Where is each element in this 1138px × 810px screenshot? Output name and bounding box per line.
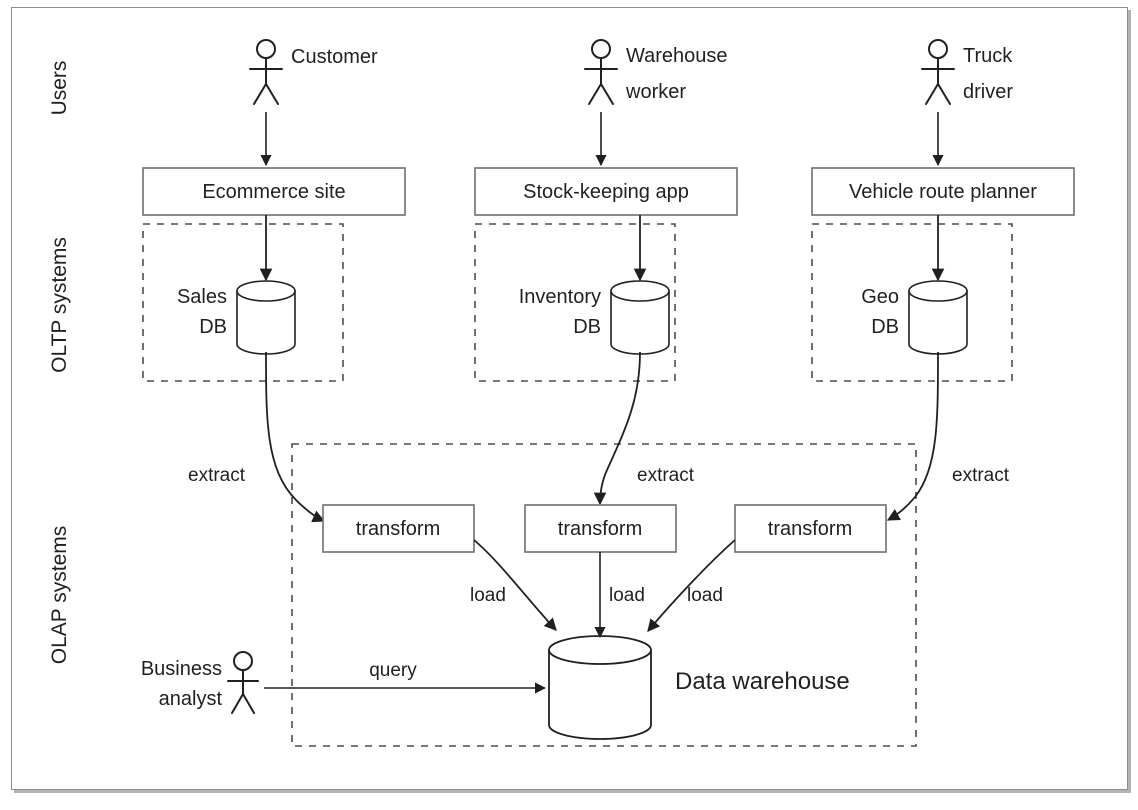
database-geo-db[interactable]: Geo DB — [861, 280, 968, 355]
database-sales-db[interactable]: Sales DB — [177, 280, 296, 355]
actor-head-icon — [233, 651, 253, 671]
swimlane-label-olap: OLAP systems — [48, 526, 71, 665]
transform-box-right[interactable]: transform — [734, 504, 887, 553]
actor-business-analyst-label-line2: analyst — [159, 688, 223, 710]
edge-label-load-right: load — [687, 585, 723, 606]
database-geo-db-label-line2: DB — [871, 316, 899, 338]
database-inventory-db[interactable]: Inventory DB — [519, 280, 670, 355]
edge-label-load-middle: load — [609, 585, 645, 606]
actor-body-icon — [921, 58, 955, 105]
app-box-stock-keeping-app[interactable]: Stock-keeping app — [474, 167, 738, 216]
edge-extract-sales-to-transform — [265, 351, 326, 523]
app-box-vehicle-route-planner-label: Vehicle route planner — [849, 181, 1037, 203]
transform-box-right-label: transform — [768, 518, 852, 540]
diagram-frame — [11, 7, 1128, 790]
data-warehouse-cylinder[interactable] — [548, 635, 652, 740]
database-inventory-db-label-line2: DB — [573, 316, 601, 338]
actor-body-icon — [227, 670, 259, 714]
actor-truck-driver-label-line1: Truck — [963, 45, 1013, 67]
actor-truck-driver: Truck driver — [921, 39, 1013, 105]
olap-group-box — [291, 443, 917, 747]
edge-label-extract-right: extract — [952, 465, 1010, 486]
actor-head-icon — [256, 39, 276, 59]
actor-truck-driver-label-line2: driver — [963, 81, 1013, 103]
database-inventory-db-label-line1: Inventory — [519, 286, 601, 308]
edge-label-extract-middle: extract — [637, 465, 695, 486]
actor-head-icon — [928, 39, 948, 59]
actor-customer: Customer — [249, 39, 378, 105]
actor-business-analyst: Business analyst — [141, 651, 259, 714]
edge-extract-inventory-to-transform — [593, 351, 641, 506]
data-warehouse-label: Data warehouse — [675, 668, 850, 695]
database-sales-db-label-line2: DB — [199, 316, 227, 338]
transform-box-left-label: transform — [356, 518, 440, 540]
actor-body-icon — [249, 58, 283, 105]
edge-load-left — [473, 539, 557, 631]
database-geo-db-label-line1: Geo — [861, 286, 899, 308]
transform-box-left[interactable]: transform — [322, 504, 475, 553]
actor-warehouse-worker-label-line2: worker — [625, 81, 686, 103]
app-box-ecommerce-site-label: Ecommerce site — [202, 181, 345, 203]
swimlane-label-oltp: OLTP systems — [48, 237, 71, 373]
database-sales-db-label-line1: Sales — [177, 286, 227, 308]
oltp-group-box-sales — [142, 223, 344, 382]
actor-warehouse-worker: Warehouse worker — [584, 39, 728, 105]
oltp-group-box-geo — [811, 223, 1013, 382]
app-box-vehicle-route-planner[interactable]: Vehicle route planner — [811, 167, 1075, 216]
edge-label-load-left: load — [470, 585, 506, 606]
edge-label-query: query — [369, 660, 417, 681]
swimlane-label-users: Users — [48, 61, 71, 116]
actor-body-icon — [584, 58, 618, 105]
edge-extract-geo-to-transform — [886, 351, 939, 521]
actor-business-analyst-label-line1: Business — [141, 658, 222, 680]
transform-box-middle[interactable]: transform — [524, 504, 677, 553]
edge-label-extract-left: extract — [188, 465, 246, 486]
actor-warehouse-worker-label-line1: Warehouse — [626, 45, 728, 67]
actor-customer-label: Customer — [291, 46, 378, 68]
transform-box-middle-label: transform — [558, 518, 642, 540]
app-box-ecommerce-site[interactable]: Ecommerce site — [142, 167, 406, 216]
app-box-stock-keeping-app-label: Stock-keeping app — [523, 181, 689, 203]
edge-load-right — [647, 539, 736, 632]
oltp-group-box-inventory — [474, 223, 676, 382]
actor-head-icon — [591, 39, 611, 59]
